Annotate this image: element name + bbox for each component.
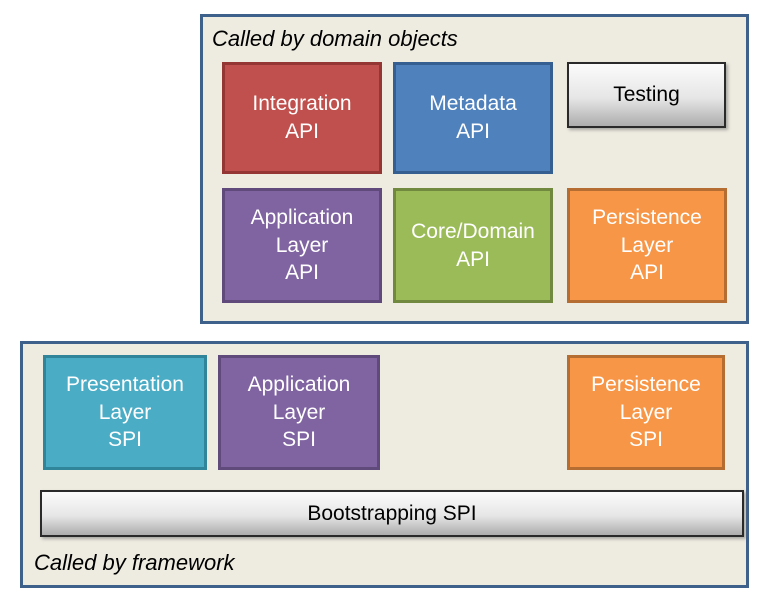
box-bootstrapping-spi: Bootstrapping SPI	[40, 490, 744, 537]
box-integration-api: Integration API	[222, 62, 382, 174]
box-testing: Testing	[567, 62, 726, 128]
box-persistence-layer-spi-label: Persistence Layer SPI	[591, 372, 701, 452]
box-presentation-layer-spi-label: Presentation Layer SPI	[66, 372, 184, 452]
box-application-layer-spi-label: Application Layer SPI	[247, 372, 351, 452]
box-persistence-layer-api: Persistence Layer API	[567, 188, 727, 303]
panel-top-label: Called by domain objects	[212, 26, 458, 51]
box-metadata-api-label: Metadata API	[429, 92, 517, 143]
box-persistence-layer-api-label: Persistence Layer API	[592, 205, 702, 285]
box-application-layer-api: Application Layer API	[222, 188, 382, 303]
box-presentation-layer-spi: Presentation Layer SPI	[43, 355, 207, 470]
box-application-layer-api-label: Application Layer API	[250, 205, 354, 285]
box-bootstrapping-spi-label: Bootstrapping SPI	[307, 501, 477, 525]
panel-called-by-domain-objects: Called by domain objects Integration API…	[200, 14, 749, 324]
box-persistence-layer-spi: Persistence Layer SPI	[567, 355, 725, 470]
box-core-domain-api: Core/Domain API	[393, 188, 553, 303]
box-core-domain-api-label: Core/Domain API	[411, 219, 535, 271]
box-integration-api-label: Integration API	[252, 92, 352, 143]
box-metadata-api: Metadata API	[393, 62, 553, 174]
box-application-layer-spi: Application Layer SPI	[218, 355, 380, 470]
box-testing-label: Testing	[613, 83, 680, 107]
panel-called-by-framework: Presentation Layer SPI Application Layer…	[20, 341, 749, 588]
panel-bottom-label: Called by framework	[34, 550, 235, 575]
